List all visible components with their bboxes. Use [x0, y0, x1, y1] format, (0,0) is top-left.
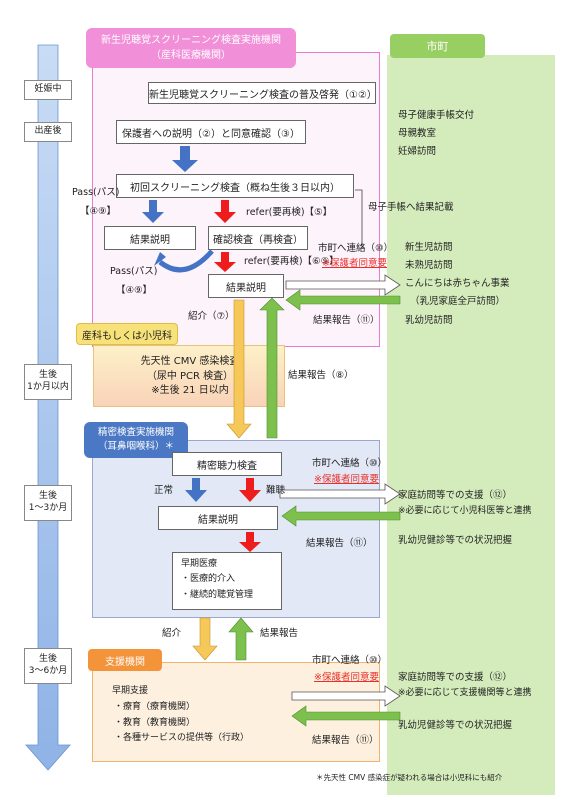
arrow-to-early-care	[239, 532, 261, 552]
service-checkup-1: 乳幼児健診等での状況把握	[398, 535, 513, 546]
arrow-contact-city-3	[291, 685, 401, 707]
stage-pregnancy: 妊娠中	[24, 80, 72, 100]
screening-institution-header: 新生児聴覚スクリーニング検査実施機関 （産科医療機関）	[86, 28, 296, 68]
label-report-11a: 結果報告（⑪）	[313, 315, 380, 326]
arrow-pass-1	[142, 200, 164, 223]
stage-after-birth: 出産後	[24, 122, 72, 142]
footnote: ＊先天性 CMV 感染症が疑われる場合は小児科にも紹介	[316, 773, 503, 782]
service-hello-baby: こんにちは赤ちゃん事業	[405, 278, 510, 289]
service-infant-visit: 乳幼児訪問	[405, 315, 453, 326]
label-report-8: 結果報告（⑧）	[288, 370, 354, 381]
label-report-11c: 結果報告（⑪）	[312, 735, 379, 746]
arrow-referral-support	[192, 617, 218, 661]
service-mother-class: 母親教室	[398, 128, 437, 139]
confirm-test-box: 確認検査（再検査）	[208, 226, 308, 250]
early-support-block: 早期支援 ・療育（療育機関） ・教育（教育機関） ・各種サービスの提供等（行政）	[112, 684, 292, 756]
label-referral-7: 紹介（⑦）	[188, 311, 235, 322]
arrow-report-support	[228, 617, 254, 661]
detailed-institution-subtitle: （耳鼻咽喉科）＊	[97, 441, 174, 452]
arrow-report-11c	[291, 705, 401, 727]
result-explain-3-box: 結果説明	[158, 506, 278, 530]
mother-handbook-bracket	[355, 189, 363, 248]
service-handbook: 母子健康手帳交付	[398, 110, 475, 121]
municipality-panel	[387, 55, 555, 795]
service-home-support-2: 家庭訪問等での支援（⑫）	[398, 672, 513, 683]
service-newborn-visit: 新生児訪問	[405, 242, 453, 253]
label-mother-handbook: 母子手帳へ結果記載	[368, 202, 454, 213]
screening-institution-title: 新生児聴覚スクリーニング検査実施機関	[101, 35, 281, 46]
arrow-consent-to-screening	[172, 146, 198, 172]
label-hearing-difficulty: 難聴	[266, 485, 286, 496]
arrow-hearing-loss	[239, 478, 261, 502]
arrow-contact-city-2	[279, 483, 401, 505]
obstetrics-header: 産科もしくは小児科	[76, 323, 178, 345]
early-care-box: 早期医療 ・医療的介入 ・継続的聴覚管理	[172, 552, 282, 610]
label-consent-required-3: ※保護者同意要	[314, 672, 379, 683]
support-institution-header: 支援機関	[88, 649, 162, 671]
obstetrics-panel	[93, 345, 285, 407]
label-pass-2: Pass(パス)	[110, 266, 158, 277]
stage-3-6-months: 生後 3～6か月	[24, 648, 72, 684]
municipality-title: 市町	[426, 40, 449, 53]
early-care-item-medical: ・医療的介入	[181, 574, 236, 585]
stage-1-3-months: 生後 1～3か月	[24, 485, 72, 521]
service-checkup-2: 乳幼児健診等での状況把握	[398, 720, 513, 731]
service-hello-baby-sub: （乳児家庭全戸訪問）	[410, 296, 506, 307]
stage-within-1-month: 生後 1か月以内	[24, 364, 72, 400]
early-care-item-hearing: ・継続的聴覚管理	[181, 589, 254, 600]
service-coop-pediatric: ※必要に応じて小児科医等と連携	[398, 506, 532, 516]
label-refer-1: refer(要再検)【⑤】	[246, 207, 333, 218]
service-premature-visit: 未熟児訪問	[405, 260, 453, 271]
early-support-item-education: ・教育（教育機関）	[114, 717, 196, 728]
obstetrics-title: 産科もしくは小児科	[82, 330, 172, 342]
arrow-refer-2	[214, 252, 236, 272]
arrow-contact-city-1	[285, 274, 401, 296]
arrow-report-11b	[281, 505, 401, 527]
early-care-title: 早期医療	[181, 559, 218, 569]
arrow-pass-2-curve	[158, 249, 214, 273]
awareness-box: 新生児聴覚スクリーニング検査の普及啓発（①②）	[148, 82, 377, 104]
early-support-item-services: ・各種サービスの提供等（行政）	[114, 733, 250, 744]
early-support-title: 早期支援	[112, 686, 149, 696]
label-pass-1: Pass(パス)	[72, 187, 120, 198]
service-home-support-1: 家庭訪問等での支援（⑫）	[398, 490, 513, 501]
early-support-item-care: ・療育（療育機関）	[114, 701, 196, 712]
label-contact-city-3: 市町へ連絡（⑩）	[312, 655, 388, 666]
cmv-test-block: 先天性 CMV 感染検査 （尿中 PCR 検査） ※生後 21 日以内	[140, 356, 240, 397]
arrow-report-8	[259, 297, 285, 439]
label-report-11b: 結果報告（⑪）	[306, 538, 373, 549]
label-consent-required-2: ※保護者同意要	[314, 474, 379, 485]
result-explain-2-box: 結果説明	[208, 274, 284, 298]
service-coop-support: ※必要に応じて支援機関等と連携	[398, 688, 532, 698]
detailed-institution-header: 精密検査実施機関 （耳鼻咽喉科）＊	[84, 422, 188, 458]
screening-institution-subtitle: （産科医療機関）	[151, 50, 231, 61]
label-refer-2: refer(要再検)【⑥⑨】	[244, 256, 339, 267]
arrow-report-11a	[285, 289, 401, 311]
municipality-header: 市町	[390, 34, 485, 58]
label-normal: 正常	[154, 485, 174, 496]
service-pregnant-visit: 妊婦訪問	[398, 146, 437, 157]
label-contact-city-1: 市町へ連絡（⑩）	[318, 243, 394, 254]
label-referral: 紹介	[162, 628, 182, 639]
label-pass-2-ref: 【④⑨】	[116, 285, 153, 296]
arrow-normal	[185, 478, 207, 502]
label-result-report: 結果報告	[260, 628, 299, 639]
consent-box: 保護者への説明（②）と同意確認（③）	[116, 120, 306, 144]
detailed-institution-title: 精密検査実施機関	[97, 427, 174, 439]
label-pass-1-ref: 【④⑨】	[80, 206, 117, 217]
first-screening-box: 初回スクリーニング検査（概ね生後３日以内）	[116, 174, 354, 198]
label-consent-required-1: ※保護者同意要	[322, 258, 387, 269]
precise-test-box: 精密聴力検査	[172, 452, 282, 476]
label-contact-city-2: 市町へ連絡（⑩）	[312, 458, 388, 469]
arrow-referral-7	[226, 299, 252, 439]
arrow-refer-1	[214, 200, 236, 223]
result-explain-1-box: 結果説明	[104, 226, 196, 250]
support-institution-title: 支援機関	[105, 656, 145, 668]
